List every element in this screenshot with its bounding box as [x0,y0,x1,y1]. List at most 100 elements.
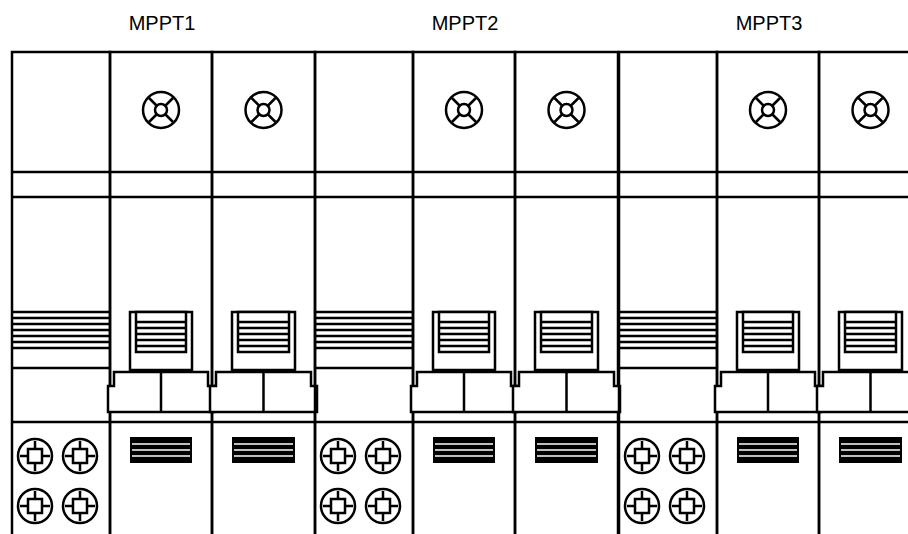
outline-stroke [337,513,340,521]
indicator-slot [130,437,192,463]
outline-stroke [34,463,37,471]
outline-stroke [571,114,579,122]
outline-stroke [463,372,466,412]
breaker-pole [817,52,908,534]
outline-stroke [686,441,689,449]
outline-stroke [87,455,95,458]
outline-stroke [619,421,717,424]
toggle-bar [513,372,620,412]
outline-stroke [439,339,489,342]
outline-stroke [252,98,260,106]
breaker-handle [130,312,192,370]
outline-stroke [413,421,515,424]
toggle-bar [817,372,908,412]
slot-stripe [841,449,900,451]
breaker-handle [839,312,902,370]
outline-stroke [136,339,186,342]
screw-head [853,92,889,128]
outline-stroke [694,455,702,458]
outline-stroke [772,98,780,106]
handle-grip [845,312,896,352]
outline-stroke [382,491,385,499]
outline-stroke [315,323,413,326]
breaker-pole [411,52,517,534]
outline-stroke [382,513,385,521]
outline-stroke [337,491,340,499]
outline-stroke [315,335,413,338]
toggle-bar [411,372,517,412]
outline-stroke [859,114,867,122]
screw-square [680,499,694,513]
indicator-slot [839,437,902,463]
screw-square [28,449,42,463]
indicator-slot [433,437,495,463]
outline-stroke [238,321,289,324]
outline-stroke [79,441,82,449]
outline-stroke [859,98,867,106]
outline-stroke [110,171,212,174]
outline-stroke [12,317,110,320]
outline-stroke [686,463,689,471]
group-label: MPPT3 [736,12,803,35]
outline-stroke [468,114,476,122]
outline-stroke [165,114,173,122]
outline-stroke [368,505,376,508]
outline-stroke [717,421,819,424]
screw-square [331,449,345,463]
outline-stroke [390,455,398,458]
outline-stroke [238,333,289,336]
module-housing [315,52,413,534]
outline-stroke [845,333,896,336]
outline-stroke [42,455,50,458]
outline-stroke [515,196,618,199]
outline-stroke [212,171,315,174]
outline-stroke [323,455,331,458]
outline-stroke [515,421,618,424]
outline-stroke [323,505,331,508]
screw-square [73,499,87,513]
slot-stripe [132,449,190,451]
outline-stroke [819,171,908,174]
terminal-screw [63,489,97,523]
outline-stroke [12,329,110,332]
terminal-block [12,52,110,534]
outline-stroke [337,463,340,471]
outline-stroke [160,372,163,412]
outline-stroke [390,505,398,508]
screw-terminal [246,92,282,128]
outline-stroke [565,372,568,412]
screw-head [366,489,400,523]
slot-stripe [841,443,900,445]
outline-stroke [110,196,212,199]
outline-stroke [641,513,644,521]
outline-stroke [619,335,717,338]
module-housing [717,52,819,534]
outline-stroke [268,114,276,122]
screw-square [635,499,649,513]
outline-stroke [315,329,413,332]
outline-stroke [315,311,413,314]
screw-head [446,92,482,128]
slot-stripe [234,443,293,445]
outline-stroke [541,339,592,342]
outline-stroke [12,196,110,199]
screw-head [321,489,355,523]
outline-stroke [20,505,28,508]
outline-stroke [345,455,353,458]
terminal-screw [63,439,97,473]
outline-stroke [136,327,186,330]
outline-stroke [165,98,173,106]
outline-stroke [555,114,563,122]
outline-stroke [238,345,289,348]
outline-stroke [743,327,793,330]
outline-stroke [756,114,764,122]
outline-stroke [20,455,28,458]
handle-grip [136,312,186,352]
outline-stroke [12,341,110,344]
screw-head [670,489,704,523]
handle-grip [439,312,489,352]
outline-stroke [382,463,385,471]
terminal-screw [366,439,400,473]
